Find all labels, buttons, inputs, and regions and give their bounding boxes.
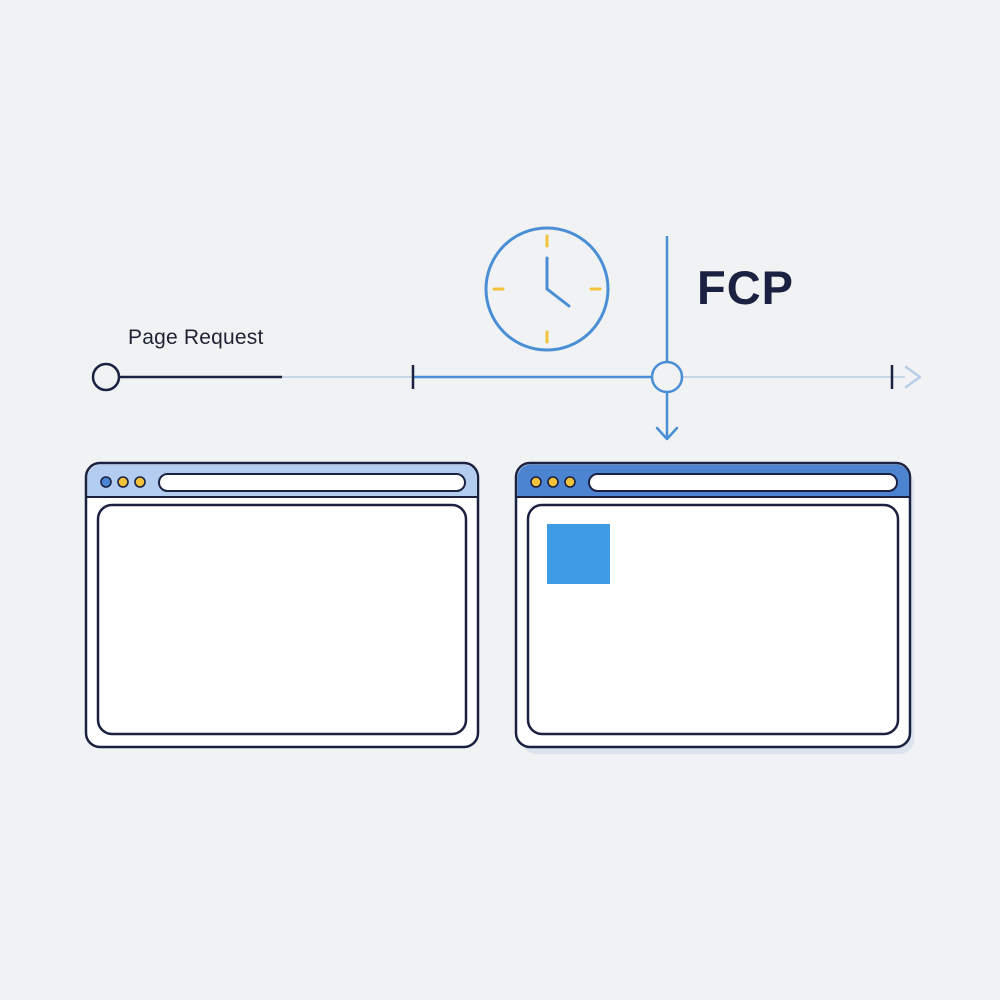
window-dot (530, 476, 542, 488)
fcp-marker (650, 236, 684, 441)
address-bar (588, 473, 898, 492)
start-node (91, 362, 121, 392)
arrow-down-icon (655, 426, 679, 441)
page-viewport (96, 503, 468, 736)
timeline (91, 362, 922, 392)
clock-icon (484, 226, 610, 352)
window-dot (564, 476, 576, 488)
page-request-label: Page Request (128, 326, 264, 349)
address-bar (158, 473, 466, 492)
window-dot (547, 476, 559, 488)
fcp-node (650, 360, 684, 394)
window-dot (134, 476, 146, 488)
window-dot (117, 476, 129, 488)
page-viewport (526, 503, 900, 736)
first-content-block (547, 524, 610, 584)
arrow-right-icon (904, 365, 922, 389)
browser-window-painted (514, 461, 914, 754)
browser-window-blank (84, 461, 480, 749)
window-dot (100, 476, 112, 488)
fcp-label: FCP (697, 261, 794, 314)
